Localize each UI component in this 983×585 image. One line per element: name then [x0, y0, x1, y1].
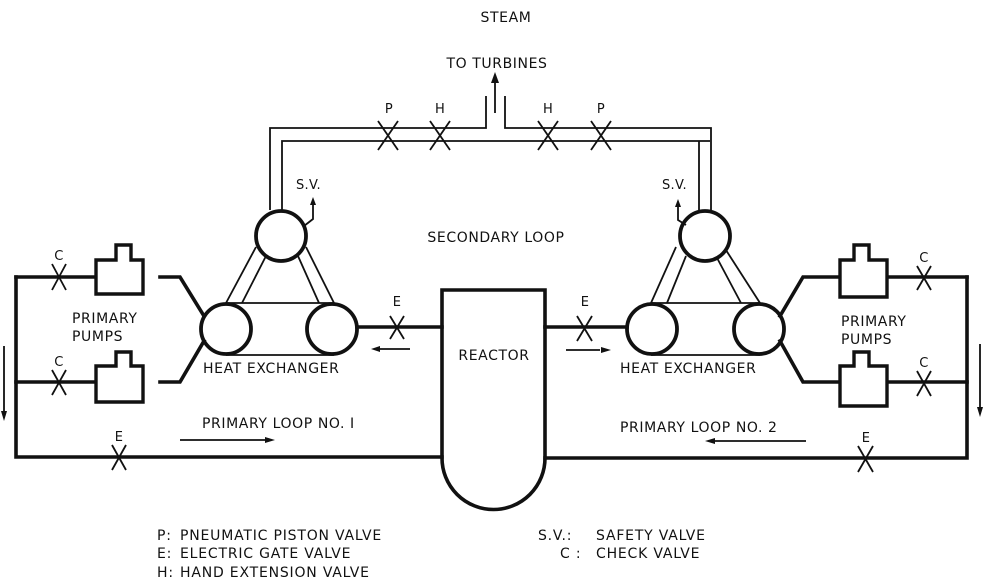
- steam-label-line2: TO TURBINES: [445, 56, 547, 72]
- valve-secondary-left-p[interactable]: P: [377, 102, 399, 151]
- valve-x-icon: [576, 315, 593, 342]
- valve-code: C: [919, 251, 928, 266]
- valve-x-icon: [590, 120, 612, 151]
- legend-text: SAFETY VALVE: [596, 528, 706, 544]
- valve-x-icon: [537, 120, 559, 151]
- valve-loop1-pump-bottom-c[interactable]: C: [51, 355, 67, 396]
- secondary-loop-label: SECONDARY LOOP: [427, 230, 564, 246]
- valve-loop2-return-e[interactable]: E: [857, 431, 874, 473]
- secondary-pipe-inner-top: [281, 140, 710, 210]
- steam-arrow-icon: [491, 72, 499, 83]
- reactor-vessel[interactable]: REACTOR: [440, 288, 547, 512]
- legend-text: HAND EXTENSION VALVE: [180, 565, 370, 581]
- reactor-label: REACTOR: [458, 348, 529, 364]
- legend-item-c: C : CHECK VALVE: [560, 546, 700, 562]
- secondary-pipe-left-outer: [269, 96, 487, 210]
- valve-x-icon: [857, 445, 874, 473]
- arrow-right-icon: [601, 347, 611, 353]
- valve-loop1-pump-top-c[interactable]: C: [51, 249, 67, 291]
- sv-label-left: S.V.: [296, 178, 321, 193]
- legend-item-h: H: HAND EXTENSION VALVE: [157, 565, 370, 581]
- legend-code: P:: [157, 528, 172, 544]
- primary-pumps-right-label-2: PUMPS: [841, 332, 892, 348]
- steam-drum-left: [254, 209, 308, 263]
- primary-pumps-left-label-2: PUMPS: [72, 329, 123, 345]
- legend-item-p: P: PNEUMATIC PISTON VALVE: [157, 528, 382, 544]
- valve-x-icon: [51, 263, 67, 291]
- valve-x-icon: [916, 265, 932, 291]
- valve-code: C: [54, 355, 63, 370]
- secondary-loop-piping: [269, 96, 712, 210]
- legend-text: ELECTRIC GATE VALVE: [180, 546, 351, 562]
- safety-valve-arrow-icon: [310, 197, 316, 205]
- valve-secondary-left-h[interactable]: H: [429, 102, 451, 151]
- legend-item-sv: S.V.: SAFETY VALVE: [538, 528, 706, 544]
- valve-code: E: [862, 431, 871, 446]
- valve-x-icon: [389, 315, 405, 340]
- legend-text: PNEUMATIC PISTON VALVE: [180, 528, 382, 544]
- heat-exchanger-right-label: HEAT EXCHANGER: [620, 361, 756, 377]
- sv-label-right: S.V.: [662, 178, 687, 193]
- valve-code: P: [385, 102, 393, 117]
- hx-shell-left-a: [199, 302, 253, 356]
- heat-exchanger-left: S.V. HEAT EXCHANGER: [199, 178, 359, 377]
- primary-pump-left-bottom[interactable]: [94, 350, 145, 404]
- valve-x-icon: [429, 120, 451, 151]
- legend-code: E:: [157, 546, 172, 562]
- legend-code: S.V.:: [538, 528, 572, 544]
- arrow-left-icon: [371, 346, 380, 352]
- legend-code: H:: [157, 565, 174, 581]
- primary-pumps-left-label-1: PRIMARY: [72, 311, 138, 327]
- valve-loop1-return-e[interactable]: E: [111, 430, 127, 471]
- hx-shell-right-b: [732, 302, 786, 356]
- valve-code: P: [597, 102, 605, 117]
- arrow-left-icon: [705, 438, 715, 444]
- valve-code: C: [54, 249, 63, 264]
- heat-exchanger-left-label: HEAT EXCHANGER: [203, 361, 339, 377]
- valve-x-icon: [916, 370, 932, 397]
- valve-code: C: [919, 356, 928, 371]
- primary-pump-right-top[interactable]: [838, 243, 889, 299]
- hx-shell-left-b: [305, 302, 359, 356]
- valve-code: E: [581, 295, 590, 310]
- primary-loop-1-piping: [14, 275, 444, 459]
- arrow-right-icon: [265, 437, 275, 443]
- valve-secondary-right-p[interactable]: P: [590, 102, 612, 151]
- arrow-down-icon: [977, 407, 983, 417]
- arrow-down-icon: [1, 411, 7, 421]
- valve-loop2-reactor-e[interactable]: E: [576, 295, 593, 342]
- steam-outlet: STEAM TO TURBINES: [445, 10, 547, 113]
- primary-pump-right-bottom[interactable]: [838, 350, 889, 408]
- heat-exchanger-right: S.V. HEAT EXCHANGER: [620, 178, 786, 377]
- valve-x-icon: [51, 369, 67, 396]
- valve-x-icon: [377, 120, 399, 151]
- safety-valve-arrow-icon: [675, 199, 681, 207]
- valve-code: H: [543, 102, 553, 117]
- legend: P: PNEUMATIC PISTON VALVE E: ELECTRIC GA…: [157, 528, 706, 581]
- legend-item-e: E: ELECTRIC GATE VALVE: [157, 546, 351, 562]
- valve-code: E: [115, 430, 124, 445]
- valve-code: H: [435, 102, 445, 117]
- primary-pumps-right-label-1: PRIMARY: [841, 314, 907, 330]
- hx-shell-right-a: [625, 302, 679, 356]
- primary-loop-2-label: PRIMARY LOOP NO. 2: [620, 420, 778, 436]
- valve-loop1-reactor-e[interactable]: E: [389, 295, 405, 340]
- valve-loop2-pump-bottom-c[interactable]: C: [916, 356, 932, 397]
- legend-code: C :: [560, 546, 581, 562]
- primary-pump-left-top[interactable]: [94, 243, 145, 296]
- steam-label-line1: STEAM: [481, 10, 532, 26]
- primary-loop-2-piping: [543, 275, 969, 460]
- valve-loop2-pump-top-c[interactable]: C: [916, 251, 932, 291]
- primary-loop-1-label: PRIMARY LOOP NO. I: [202, 416, 355, 432]
- valve-x-icon: [111, 444, 127, 471]
- legend-text: CHECK VALVE: [596, 546, 700, 562]
- valve-secondary-right-h[interactable]: H: [537, 102, 559, 151]
- secondary-pipe-right-outer: [504, 96, 712, 210]
- valve-code: E: [393, 295, 402, 310]
- steam-drum-right: [678, 209, 732, 263]
